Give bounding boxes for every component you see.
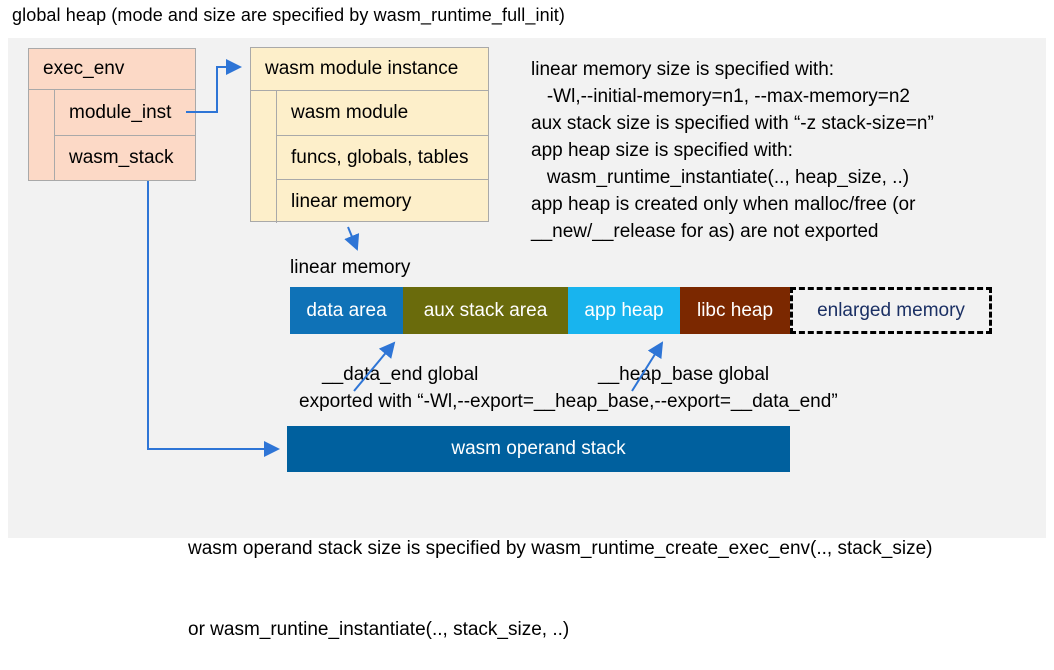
wasm-operand-stack-bar: wasm operand stack — [287, 426, 790, 472]
export-flags-label: exported with “-Wl,--export=__heap_base,… — [299, 391, 838, 412]
info-text-block: linear memory size is specified with: -W… — [531, 56, 934, 245]
operand-stack-notes: wasm operand stack size is specified by … — [188, 481, 933, 670]
module-instance-header: wasm module instance — [251, 48, 488, 91]
info-line: app heap size is specified with: — [531, 140, 793, 161]
module-instance-rows: wasm module funcs, globals, tables linea… — [276, 91, 488, 223]
page-title: global heap (mode and size are specified… — [12, 5, 565, 25]
info-line: -Wl,--initial-memory=n1, --max-memory=n2 — [531, 86, 910, 107]
module-instance-row-linear-memory: linear memory — [277, 179, 488, 223]
heap-base-global-label: __heap_base global — [598, 364, 770, 385]
module-instance-row-wasm-module: wasm module — [291, 102, 409, 123]
exec-env-row-wasm-stack: wasm_stack — [55, 135, 195, 180]
info-line: __new/__release for as) are not exported — [531, 221, 879, 242]
module-instance-box: wasm module instance wasm module funcs, … — [250, 47, 489, 223]
operand-stack-note-line: or wasm_runtine_instantiate(.., stack_si… — [188, 619, 570, 640]
info-line: app heap is created only when malloc/fre… — [531, 194, 916, 215]
exec-env-rows: module_inst wasm_stack — [54, 90, 195, 180]
segment-aux-stack-area: aux stack area — [403, 287, 568, 334]
module-instance-row-funcs-globals-tables: funcs, globals, tables — [277, 135, 488, 179]
segment-data-area: data area — [290, 287, 403, 334]
exec-env-header: exec_env — [29, 49, 195, 90]
linear-memory-label: linear memory — [290, 257, 411, 278]
info-line: wasm_runtime_instantiate(.., heap_size, … — [531, 167, 910, 188]
exec-env-box: exec_env module_inst wasm_stack — [28, 48, 196, 181]
segment-libc-heap: libc heap — [680, 287, 790, 334]
info-line: linear memory size is specified with: — [531, 59, 835, 80]
data-end-global-label: __data_end global — [322, 364, 479, 385]
segment-app-heap: app heap — [568, 287, 680, 334]
info-line: aux stack size is specified with “-z sta… — [531, 113, 934, 134]
operand-stack-note-line: wasm operand stack size is specified by … — [188, 538, 933, 559]
segment-enlarged-memory: enlarged memory — [790, 287, 992, 334]
exec-env-row-module-inst: module_inst — [69, 101, 172, 123]
